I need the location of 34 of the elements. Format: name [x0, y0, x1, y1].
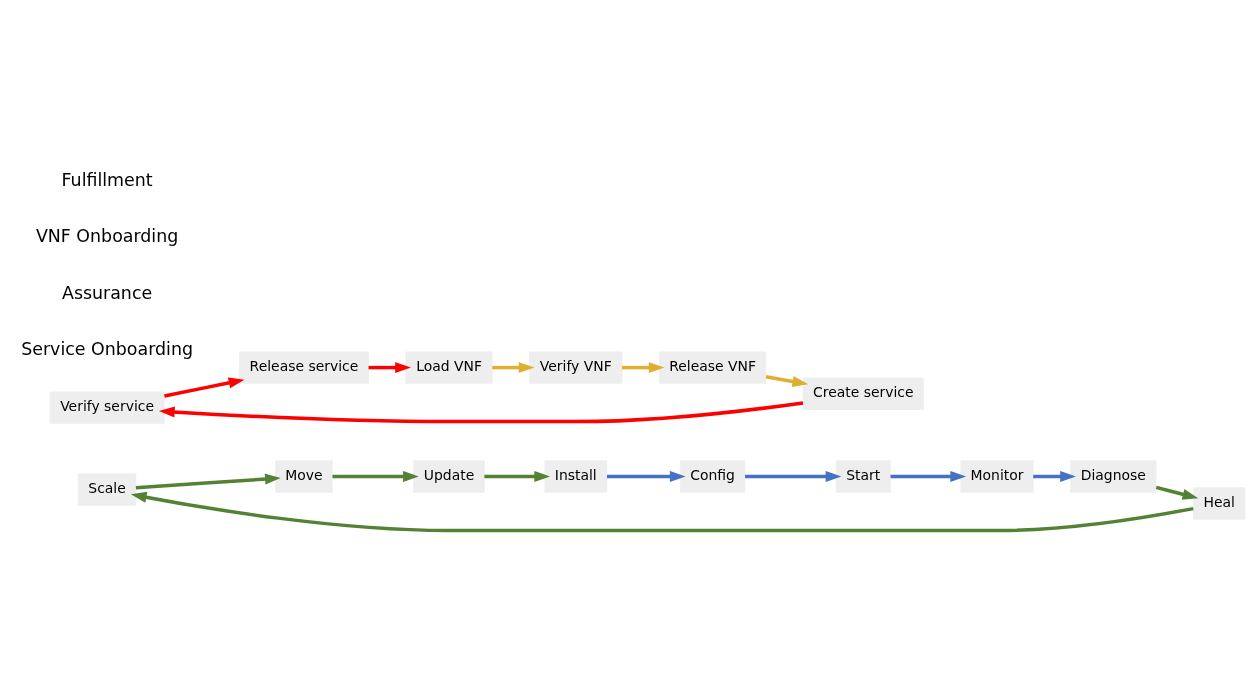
node-box: Release VNF: [659, 351, 767, 384]
arrow: [1033, 471, 1076, 482]
arrow: [745, 471, 842, 482]
node-box: Diagnose: [1070, 460, 1157, 493]
label: Fulfillment: [61, 169, 153, 190]
node-box: Release service: [239, 351, 369, 384]
node-box: Scale: [77, 473, 137, 506]
node-box: Heal: [1193, 487, 1246, 520]
arrow: [1155, 485, 1199, 500]
arrow: [765, 375, 809, 387]
arrow: [332, 471, 419, 482]
node-box: Create service: [802, 377, 924, 410]
arrow: [158, 401, 804, 424]
arrow: [890, 471, 967, 482]
arrow: [622, 362, 665, 374]
arrow: [368, 362, 411, 374]
arrow: [130, 491, 1194, 533]
label: Assurance: [61, 282, 153, 303]
arrow: [606, 471, 686, 482]
label: VNF Onboarding: [35, 226, 179, 247]
node-box: Config: [679, 460, 746, 493]
node-box: Install: [544, 460, 608, 493]
arrow: [484, 471, 551, 482]
arrow: [135, 473, 281, 490]
arrow: [164, 377, 245, 398]
label: Service Onboarding: [21, 339, 193, 360]
arrow: [492, 362, 535, 374]
node-box: Verify VNF: [529, 351, 623, 384]
node-box: Update: [413, 460, 485, 493]
node-box: Verify service: [49, 391, 165, 424]
node-box: Move: [275, 460, 333, 493]
node-box: Monitor: [960, 460, 1034, 493]
node-box: Start: [835, 460, 891, 493]
node-box: Load VNF: [405, 351, 493, 384]
